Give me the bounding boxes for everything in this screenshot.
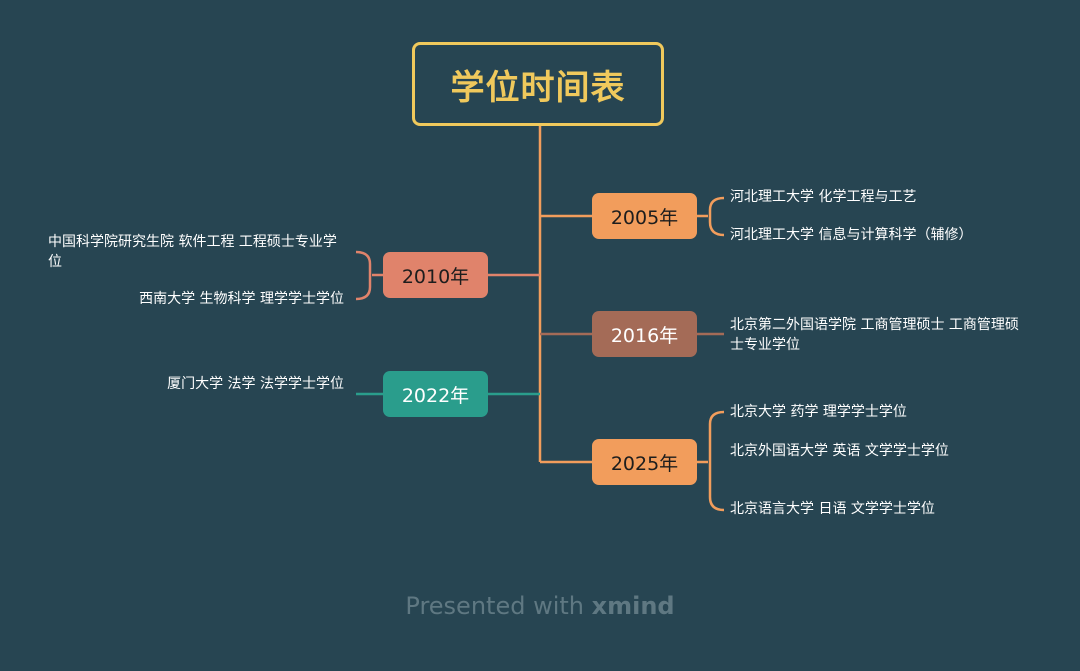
year-node-2005[interactable]: 2005年: [592, 193, 697, 239]
leaf-2025-3[interactable]: 北京语言大学 日语 文学学士学位: [730, 501, 935, 517]
footer-prefix: Presented with: [405, 592, 592, 620]
leaf-2005-1[interactable]: 河北理工大学 化学工程与工艺: [730, 189, 917, 205]
year-node-2016[interactable]: 2016年: [592, 311, 697, 357]
root-topic[interactable]: 学位时间表: [412, 42, 664, 126]
year-node-2025[interactable]: 2025年: [592, 439, 697, 485]
leaf-2016-1[interactable]: 北京第二外国语学院 工商管理硕士 工商管理硕士专业学位: [730, 317, 1019, 353]
bracket-2025: [697, 410, 725, 512]
footer-brand: xmind: [591, 592, 675, 620]
bracket-2005: [697, 196, 725, 237]
bracket-2010: [355, 250, 383, 301]
year-node-2022[interactable]: 2022年: [383, 371, 488, 417]
leaf-2022-1[interactable]: 厦门大学 法学 法学学士学位: [167, 376, 344, 392]
leaf-2005-2[interactable]: 河北理工大学 信息与计算科学（辅修）: [730, 227, 973, 243]
leaf-2010-2[interactable]: 西南大学 生物科学 理学学士学位: [139, 291, 344, 307]
leaf-2025-2[interactable]: 北京外国语大学 英语 文学学士学位: [730, 443, 949, 459]
leaf-2010-1[interactable]: 中国科学院研究生院 软件工程 工程硕士专业学位: [48, 234, 337, 270]
footer-watermark: Presented with xmind: [0, 592, 1080, 620]
year-node-2010[interactable]: 2010年: [383, 252, 488, 298]
leaf-2025-1[interactable]: 北京大学 药学 理学学士学位: [730, 404, 907, 420]
